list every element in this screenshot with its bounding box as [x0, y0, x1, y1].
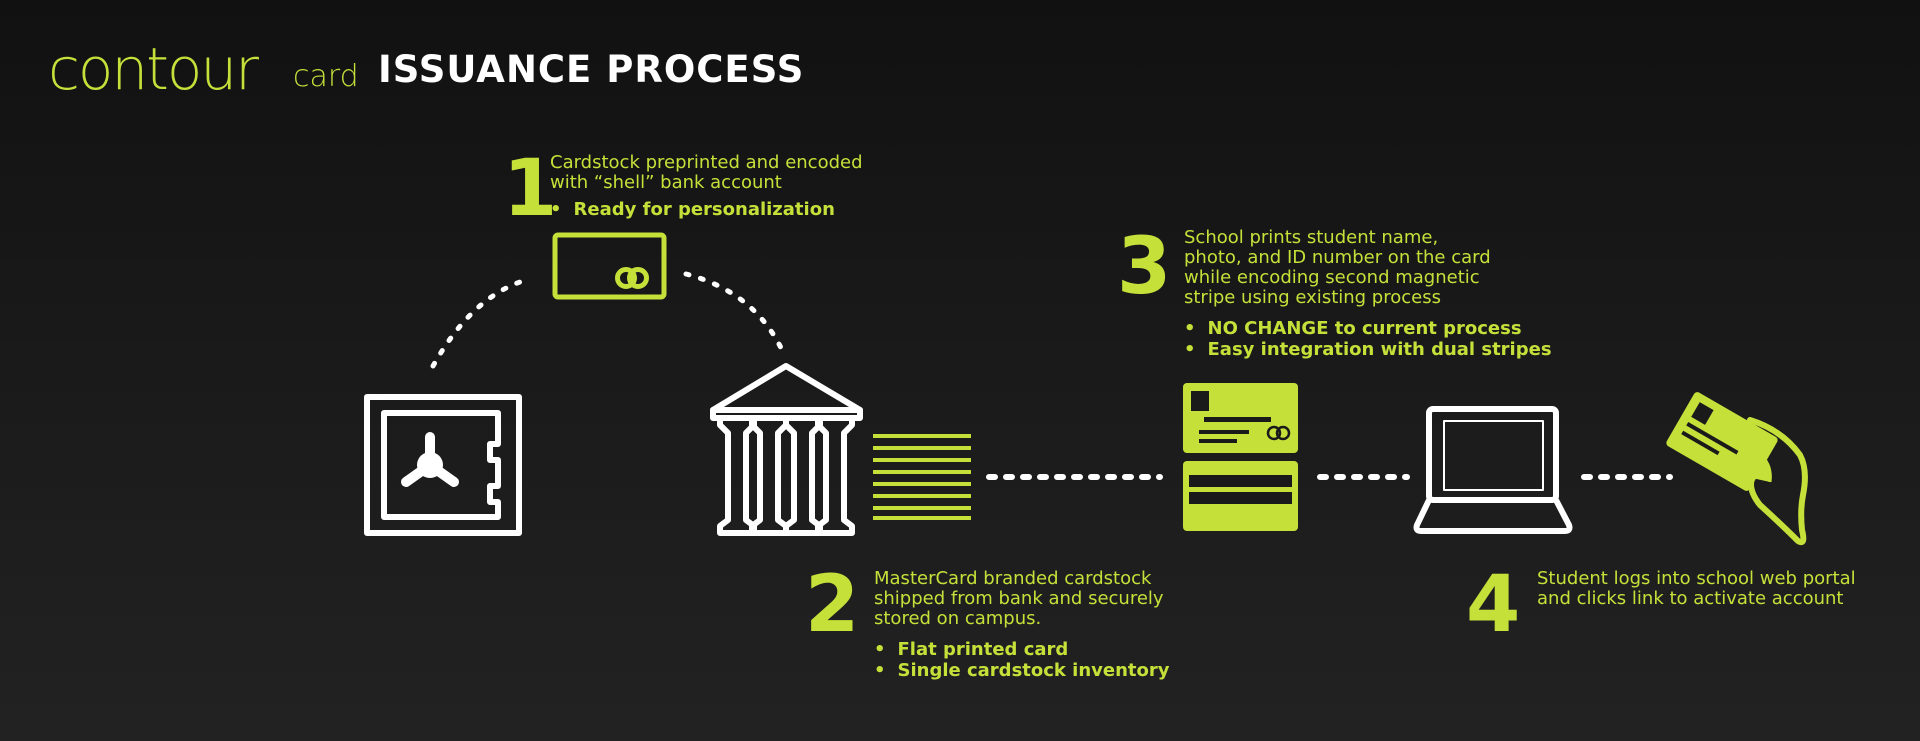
- description-line: MasterCard branded cardstock: [874, 568, 1152, 589]
- step-number: 1: [503, 144, 558, 234]
- step-description: MasterCard branded cardstock shipped fro…: [874, 568, 1170, 682]
- description-line: while encoding second magnetic: [1184, 267, 1480, 288]
- bullet-list: Ready for personalization: [550, 199, 863, 220]
- brand-logo-card: card: [293, 59, 359, 94]
- hand-card-icon: [1666, 392, 1808, 546]
- bullet-list: Flat printed card Single cardstock inven…: [874, 639, 1170, 681]
- printed-id-card-icon: [1183, 383, 1298, 453]
- step-description: Student logs into school web portal and …: [1537, 569, 1856, 609]
- card-stack-icon: [873, 434, 971, 520]
- description-line: shipped from bank and securely: [874, 588, 1164, 609]
- description-line: Cardstock preprinted and encoded: [550, 152, 863, 173]
- step-number: 4: [1466, 560, 1521, 650]
- description-line: stripe using existing process: [1184, 287, 1441, 308]
- brand-logo-contour: contour: [48, 35, 259, 103]
- step-description: Cardstock preprinted and encoded with “s…: [550, 152, 863, 221]
- vault-icon: [364, 394, 522, 536]
- description-line: photo, and ID number on the card: [1184, 247, 1491, 268]
- bullet-item: Single cardstock inventory: [874, 660, 1170, 681]
- description-line: with “shell” bank account: [550, 172, 782, 193]
- magstripe-card-icon: [1183, 461, 1298, 531]
- dotted-arc-left: [430, 279, 523, 369]
- description-line: Student logs into school web portal: [1537, 568, 1856, 589]
- bullet-item: Ready for personalization: [550, 199, 863, 220]
- card-icon: [552, 232, 667, 300]
- bullet-item: NO CHANGE to current process: [1184, 318, 1552, 339]
- page-title: ISSUANCE PROCESS: [378, 48, 805, 91]
- description-line: and clicks link to activate account: [1537, 588, 1844, 609]
- step-description: School prints student name, photo, and I…: [1184, 227, 1552, 361]
- bank-icon: [710, 363, 863, 536]
- step-number: 3: [1117, 222, 1172, 312]
- bullet-item: Easy integration with dual stripes: [1184, 339, 1552, 360]
- dotted-arc-right: [683, 271, 786, 355]
- bullet-item: Flat printed card: [874, 639, 1169, 660]
- bullet-list: NO CHANGE to current process Easy integr…: [1184, 318, 1552, 360]
- description-line: School prints student name,: [1184, 227, 1439, 248]
- laptop-icon: [1413, 406, 1573, 534]
- step-number: 2: [805, 560, 860, 650]
- description-line: stored on campus.: [874, 608, 1042, 629]
